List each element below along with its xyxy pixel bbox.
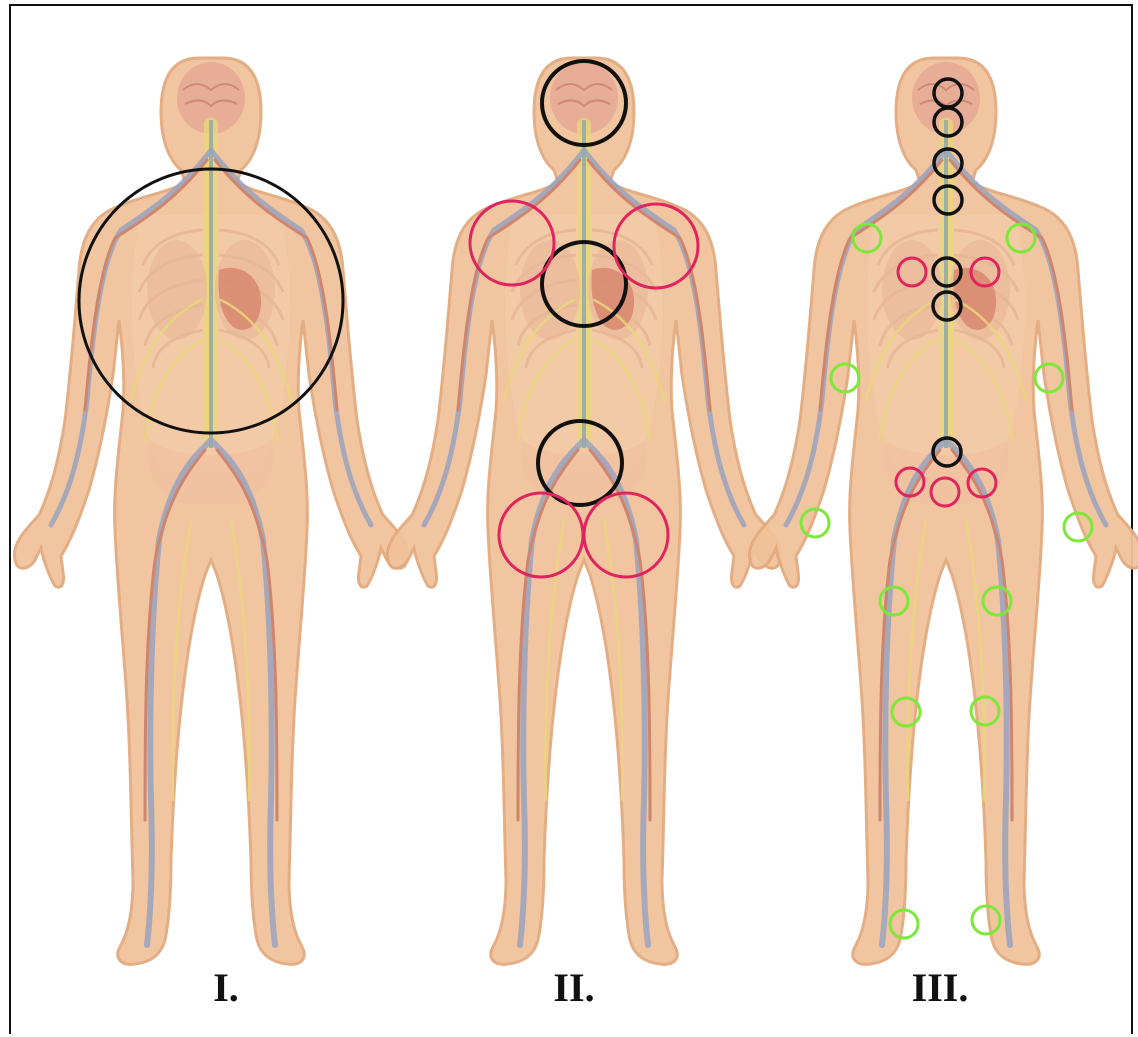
panel-1-body — [14, 58, 407, 964]
panel-label-2: II. — [553, 968, 594, 1008]
panel-label-1: I. — [213, 968, 239, 1008]
panel-label-3: III. — [912, 968, 969, 1008]
panel-2-body — [387, 58, 780, 964]
